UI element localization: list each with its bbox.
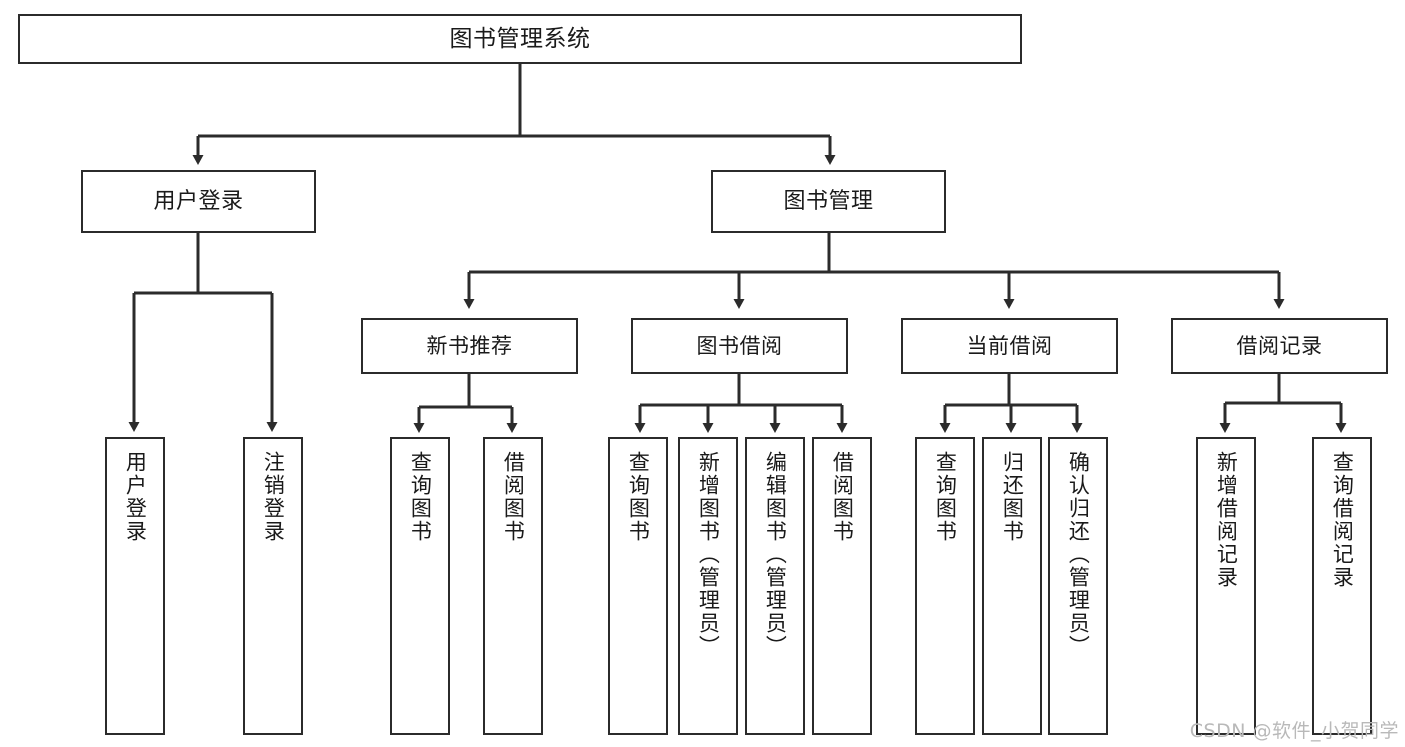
node-label: 查询图书 bbox=[626, 451, 651, 543]
node-label: 图书管理 bbox=[783, 188, 874, 214]
leaf-user-login-logout[interactable]: 注销登录 bbox=[243, 437, 303, 735]
node-label: 新增借阅记录 bbox=[1214, 451, 1239, 589]
leaf-book-borrow-borrow[interactable]: 借阅图书 bbox=[812, 437, 872, 735]
node-label: 借阅记录 bbox=[1236, 333, 1323, 358]
node-new-book-recommend[interactable]: 新书推荐 bbox=[361, 318, 578, 374]
node-label: 图书借阅 bbox=[696, 333, 783, 358]
node-label: 归还图书 bbox=[1000, 451, 1025, 543]
node-label: 借阅图书 bbox=[830, 451, 855, 543]
leaf-new-book-borrow[interactable]: 借阅图书 bbox=[483, 437, 543, 735]
leaf-book-borrow-add[interactable]: 新增图书（管理员） bbox=[678, 437, 738, 735]
csdn-watermark: CSDN @软件_小贺同学 bbox=[1189, 720, 1399, 742]
leaf-new-book-query[interactable]: 查询图书 bbox=[390, 437, 450, 735]
node-label: 用户登录 bbox=[153, 188, 244, 214]
leaf-current-borrow-return[interactable]: 归还图书 bbox=[982, 437, 1042, 735]
node-label: 查询图书 bbox=[933, 451, 958, 543]
node-user-login[interactable]: 用户登录 bbox=[81, 170, 316, 233]
node-current-borrow[interactable]: 当前借阅 bbox=[901, 318, 1118, 374]
leaf-book-borrow-edit[interactable]: 编辑图书（管理员） bbox=[745, 437, 805, 735]
node-label: 用户登录 bbox=[123, 451, 148, 543]
node-root-system[interactable]: 图书管理系统 bbox=[18, 14, 1022, 64]
node-label: 新书推荐 bbox=[426, 333, 513, 358]
node-label: 新增图书（管理员） bbox=[696, 451, 721, 658]
node-label: 注销登录 bbox=[261, 451, 286, 543]
leaf-borrow-record-add[interactable]: 新增借阅记录 bbox=[1196, 437, 1256, 735]
leaf-borrow-record-query[interactable]: 查询借阅记录 bbox=[1312, 437, 1372, 735]
node-label: 编辑图书（管理员） bbox=[763, 451, 788, 658]
node-label: 当前借阅 bbox=[966, 333, 1053, 358]
node-label: 查询借阅记录 bbox=[1330, 451, 1355, 589]
node-book-borrow[interactable]: 图书借阅 bbox=[631, 318, 848, 374]
node-book-management[interactable]: 图书管理 bbox=[711, 170, 946, 233]
leaf-book-borrow-query[interactable]: 查询图书 bbox=[608, 437, 668, 735]
node-label: 确认归还（管理员） bbox=[1066, 451, 1091, 658]
node-label: 借阅图书 bbox=[501, 451, 526, 543]
leaf-user-login-login[interactable]: 用户登录 bbox=[105, 437, 165, 735]
leaf-current-borrow-confirm-return[interactable]: 确认归还（管理员） bbox=[1048, 437, 1108, 735]
node-label: 图书管理系统 bbox=[449, 25, 591, 52]
node-borrow-records[interactable]: 借阅记录 bbox=[1171, 318, 1388, 374]
node-label: 查询图书 bbox=[408, 451, 433, 543]
leaf-current-borrow-query[interactable]: 查询图书 bbox=[915, 437, 975, 735]
